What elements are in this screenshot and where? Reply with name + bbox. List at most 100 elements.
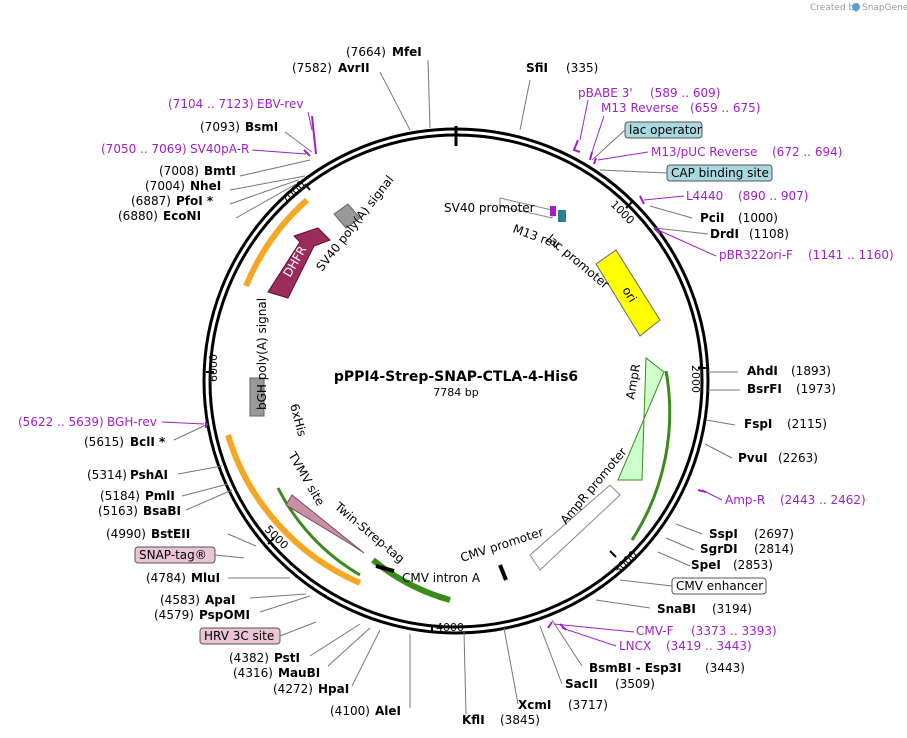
svg-text:BsaBI: BsaBI [143, 504, 181, 518]
site-pfoi[interactable]: (6887)PfoI * [131, 194, 214, 208]
box-lac-operator[interactable]: lac operator [624, 121, 703, 139]
site-sgrdi[interactable]: SgrDI(2814) [700, 542, 794, 556]
site-spei[interactable]: SpeI (2853) [691, 558, 773, 572]
svg-text:(4382): (4382) [229, 651, 269, 665]
site-xcmi[interactable]: XcmI(3717) [518, 698, 608, 712]
svg-text:(7050 .. 7069): (7050 .. 7069) [101, 142, 187, 156]
plasmid-length: 7784 bp [433, 386, 478, 399]
primer-leaders [161, 99, 723, 647]
site-pspomi[interactable]: (4579)PspOMI [154, 608, 250, 622]
primer-pbabe3[interactable]: pBABE 3'(589 .. 609) [578, 86, 720, 100]
site-pvui[interactable]: PvuI(2263) [738, 451, 818, 465]
site-bsrfi[interactable]: BsrFI(1973) [747, 382, 836, 396]
primer-bgh-rev[interactable]: (5622 .. 5639)BGH-rev [18, 415, 157, 429]
feature-cmv-intron-end [498, 564, 508, 581]
svg-text:EcoNI: EcoNI [163, 209, 201, 223]
svg-text:(7008): (7008) [159, 164, 199, 178]
feature-sv40-polya [333, 203, 361, 229]
box-cmv-enhancer[interactable]: CMV enhancer [671, 577, 767, 595]
site-nhei[interactable]: (7004)NheI [145, 179, 221, 193]
feature-ampr-promoter [529, 484, 621, 571]
site-avrii[interactable]: (7582)AvrII [292, 61, 370, 75]
box-cap-binding-site[interactable]: CAP binding site [666, 164, 773, 182]
primer-cmv-f[interactable]: CMV-F(3373 .. 3393) [636, 624, 777, 638]
svg-text:PciI: PciI [700, 211, 725, 225]
feature-arc-orange-2 [243, 197, 309, 288]
site-bsmi[interactable]: (7093) BsmI [200, 120, 278, 134]
primer-l4440[interactable]: L4440(890 .. 907) [686, 189, 808, 203]
site-fspi[interactable]: FspI(2115) [744, 417, 827, 431]
svg-text:BstEII: BstEII [151, 527, 190, 541]
site-psti[interactable]: (4382)PstI [229, 651, 300, 665]
feature-ori [595, 249, 661, 337]
site-drdi[interactable]: DrdI(1108) [710, 227, 789, 241]
svg-text:PshAI: PshAI [130, 468, 168, 482]
box-snap-tag[interactable]: SNAP-tag® [134, 546, 216, 564]
site-maubi[interactable]: (4316)MauBI [233, 666, 320, 680]
feature-label-sv40-promoter: SV40 promoter [444, 201, 535, 215]
primer-m13-puc-reverse[interactable]: M13/pUC Reverse(672 .. 694) [651, 145, 842, 159]
primer-sv40pa-r[interactable]: (7050 .. 7069)SV40pA-R [101, 142, 249, 156]
svg-text:(1141 .. 1160): (1141 .. 1160) [808, 248, 894, 262]
primer-amp-r[interactable]: Amp-R(2443 .. 2462) [725, 493, 866, 507]
svg-text:BsmI: BsmI [245, 120, 278, 134]
feature-cmv-intron-start [375, 564, 395, 573]
site-alei[interactable]: (4100)AleI [330, 704, 401, 718]
svg-text:SacII: SacII [565, 677, 598, 691]
svg-text:(2853): (2853) [733, 558, 773, 572]
site-pmli[interactable]: (5184)PmlI [100, 489, 175, 503]
site-sfii[interactable]: SfiI(335) [526, 61, 598, 75]
plasmid-name: pPPI4-Strep-SNAP-CTLA-4-His6 [334, 369, 578, 385]
svg-text:(5615): (5615) [84, 435, 124, 449]
feature-bgh-polya [249, 377, 265, 417]
site-kfli[interactable]: KflI(3845) [462, 713, 540, 727]
svg-text:(890 .. 907): (890 .. 907) [738, 189, 808, 203]
svg-text:(6887): (6887) [131, 194, 171, 208]
svg-text:(5622 .. 5639): (5622 .. 5639) [18, 415, 104, 429]
primer-pbr322ori-f[interactable]: pBR322ori-F(1141 .. 1160) [719, 248, 894, 262]
site-mfei[interactable]: (7664)MfeI [346, 45, 422, 59]
svg-text:(3717): (3717) [568, 698, 608, 712]
site-mlui[interactable]: (4784)MluI [146, 571, 220, 585]
svg-text:(4990): (4990) [106, 527, 146, 541]
site-bmti[interactable]: (7008)BmtI [159, 164, 236, 178]
svg-text:MluI: MluI [191, 571, 220, 585]
site-apai[interactable]: (4583)ApaI [160, 593, 235, 607]
svg-text:(335): (335) [566, 61, 598, 75]
site-pshai[interactable]: (5314)PshAI [87, 468, 168, 482]
svg-text:(3845): (3845) [500, 713, 540, 727]
primer-lncx[interactable]: LNCX(3419 .. 3443) [619, 639, 752, 653]
box-hrv-3c-site[interactable]: HRV 3C site [199, 627, 281, 645]
site-sacii[interactable]: SacII (3509) [565, 677, 655, 691]
site-hpai[interactable]: (4272)HpaI [273, 682, 349, 696]
svg-text:BsrFI: BsrFI [747, 382, 782, 396]
site-pcii[interactable]: PciI(1000) [700, 211, 778, 225]
primer-m13-reverse[interactable]: M13 Reverse(659 .. 675) [601, 101, 760, 115]
site-bsabi[interactable]: (5163) BsaBI [98, 504, 181, 518]
site-snabi[interactable]: SnaBI(3194) [657, 602, 752, 616]
svg-text:(3194): (3194) [712, 602, 752, 616]
site-bcli[interactable]: (5615)BclI * [84, 435, 166, 449]
feature-label-ampr: AmpR [623, 363, 643, 401]
site-bsmbi-esp3i[interactable]: BsmBI - Esp3I(3443) [589, 661, 745, 675]
svg-text:FspI: FspI [744, 417, 772, 431]
tick-label-4000: 4000 [436, 621, 464, 634]
site-ahdi[interactable]: AhdI(1893) [747, 364, 831, 378]
site-econi[interactable]: (6880)EcoNI [118, 209, 201, 223]
primer-ebv-rev[interactable]: (7104 .. 7123)EBV-rev [168, 97, 303, 111]
svg-text:(1108): (1108) [749, 227, 789, 241]
created-by-text: Created by [810, 3, 860, 13]
svg-text:(7582): (7582) [292, 61, 332, 75]
svg-text:(2263): (2263) [778, 451, 818, 465]
svg-text:LNCX: LNCX [619, 639, 651, 653]
svg-text:(7664): (7664) [346, 45, 386, 59]
svg-text:SpeI: SpeI [691, 558, 721, 572]
svg-text:SgrDI: SgrDI [700, 542, 738, 556]
feature-glyph-lac [558, 210, 566, 222]
site-sspi[interactable]: SspI(2697) [709, 527, 794, 541]
svg-text:(7093): (7093) [200, 120, 240, 134]
svg-text:(3509): (3509) [615, 677, 655, 691]
svg-text:(5163): (5163) [98, 504, 138, 518]
feature-ampr [617, 357, 665, 481]
site-bsteii[interactable]: (4990) BstEII [106, 527, 190, 541]
